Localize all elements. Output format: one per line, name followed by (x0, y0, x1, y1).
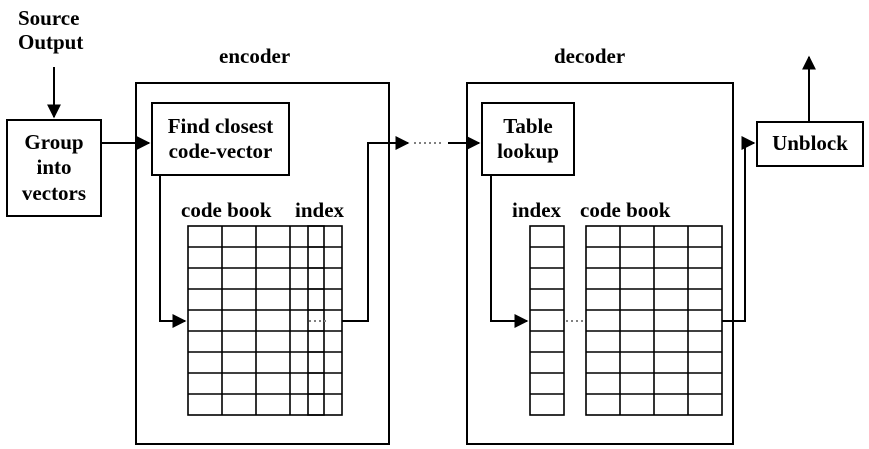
find-closest-line-2: code-vector (168, 139, 273, 163)
unblock-label: Unblock (772, 131, 848, 156)
table-lookup-line-1: Table (503, 113, 553, 138)
connector-table-lookup-to-index (490, 175, 529, 328)
table-lookup-line-2: lookup (497, 139, 559, 163)
table-lookup-text[interactable]: Table lookup (482, 103, 574, 175)
group-line-3: vectors (21, 180, 87, 205)
encoder-codebook-grid (187, 225, 325, 416)
group-line-2: into (36, 155, 72, 180)
decoder-index-grid (529, 225, 565, 416)
encoder-index-title: index (295, 198, 345, 222)
decoder-index-title: index (512, 198, 562, 222)
table-lookup-box (481, 102, 575, 176)
decoder-codebook-title: code book (580, 198, 671, 222)
group-into-vectors-box (6, 119, 102, 217)
connector-codebook-to-unblock (722, 136, 756, 322)
source-output-label-line1: Source (18, 6, 80, 30)
connector-find-closest-to-codebook (159, 175, 187, 328)
source-output-label-line2: Output (18, 30, 84, 54)
encoder-codebook-title: code book (181, 198, 272, 222)
find-closest-line-1: Find closest (167, 113, 274, 138)
decoder-codebook-grid (585, 225, 723, 416)
decoder-label: decoder (554, 44, 626, 68)
decoder-container (466, 82, 734, 445)
group-into-vectors-text[interactable]: Group into vectors (7, 120, 101, 216)
encoder-index-grid (307, 225, 343, 416)
encoder-label: encoder (219, 44, 291, 68)
group-line-1: Group (24, 130, 84, 155)
find-closest-text[interactable]: Find closest code-vector (152, 103, 289, 175)
encoder-container (135, 82, 390, 445)
connector-index-to-channel (342, 136, 410, 322)
unblock-text[interactable]: Unblock (757, 122, 863, 166)
find-closest-box (151, 102, 290, 176)
